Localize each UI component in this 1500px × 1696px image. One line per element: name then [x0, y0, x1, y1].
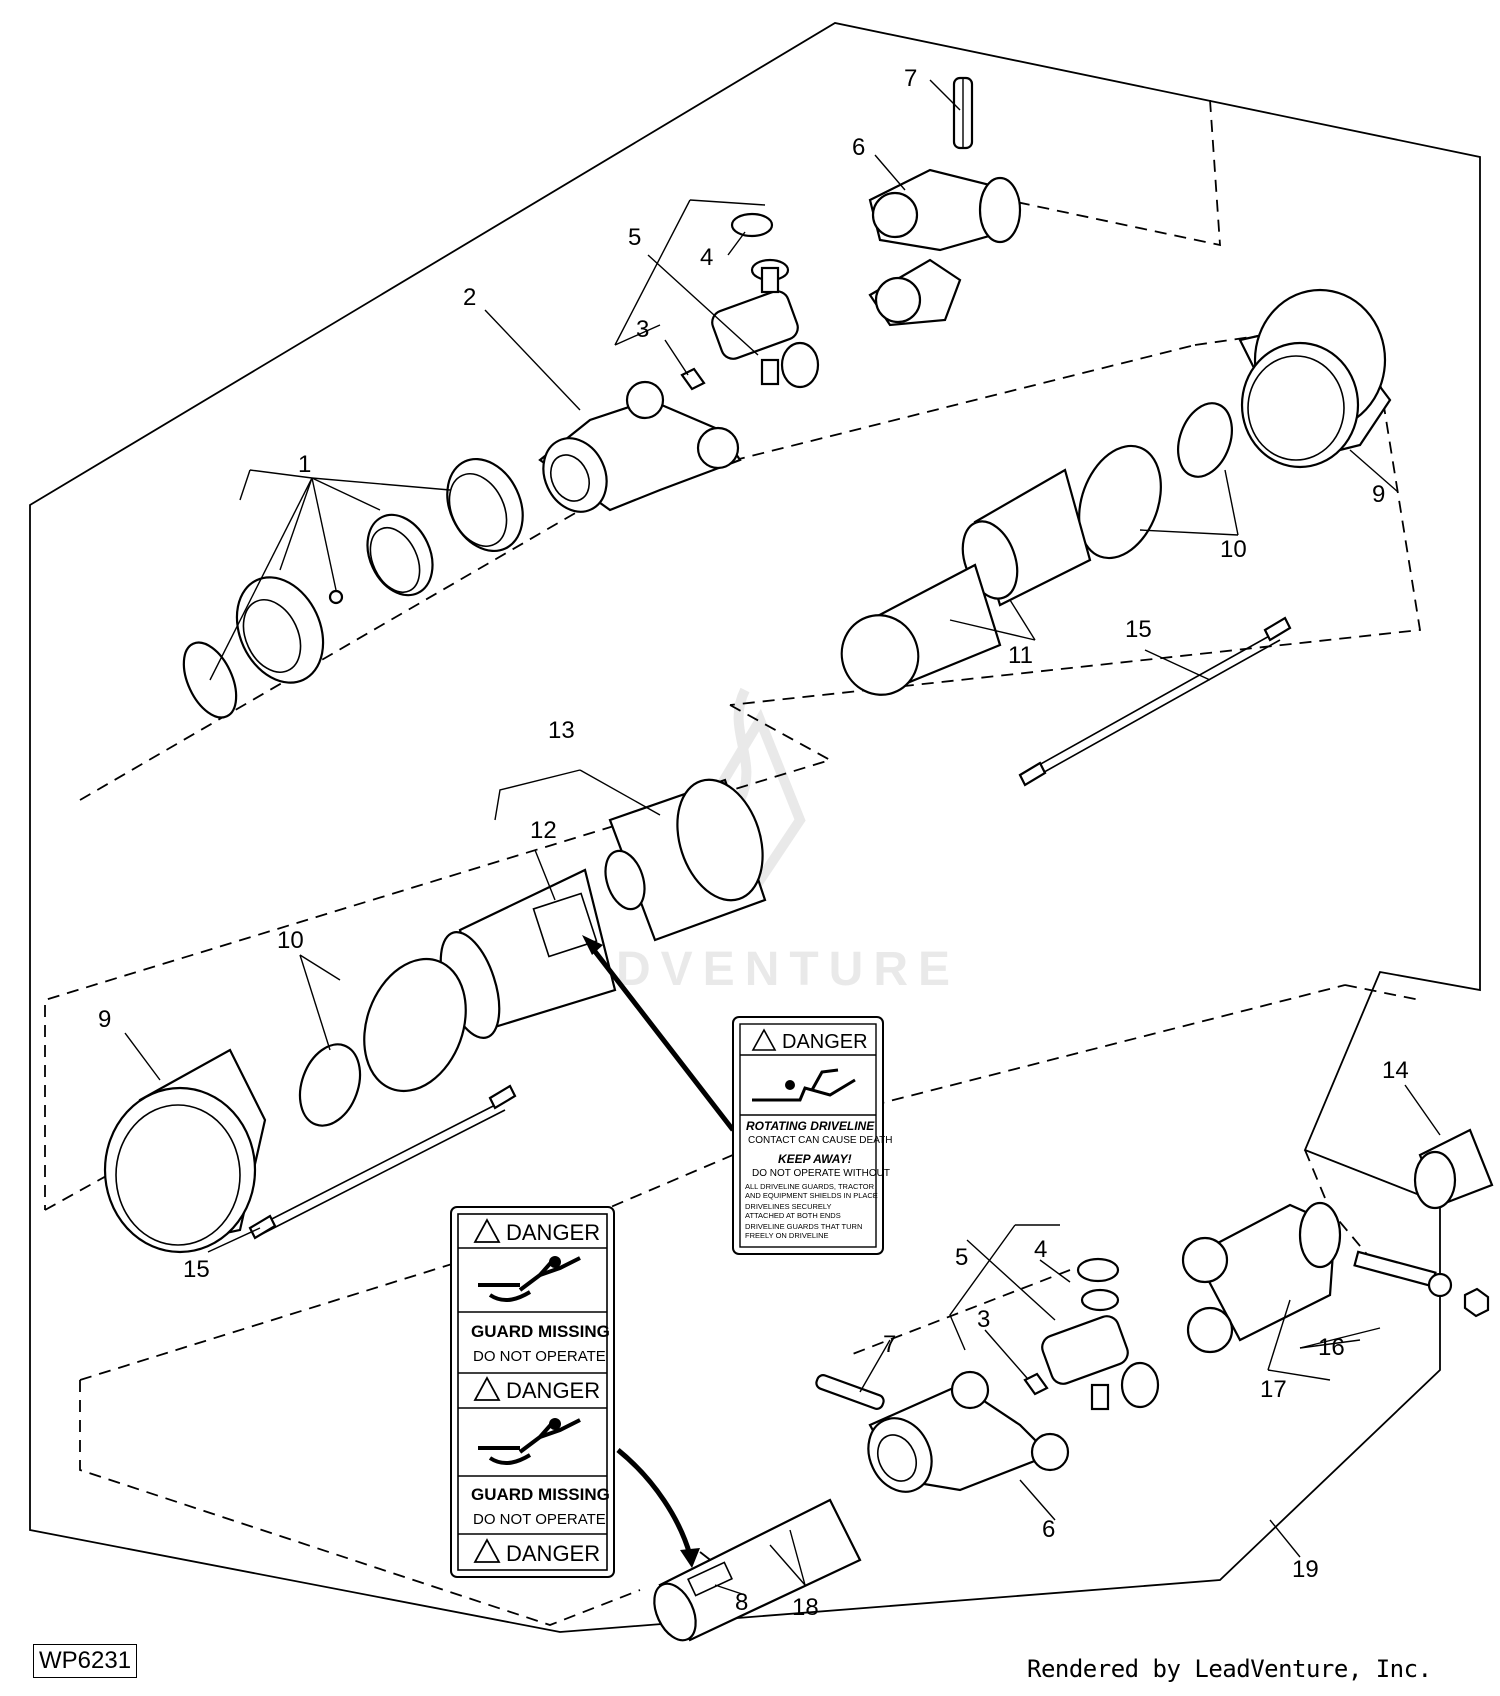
decal-arrows [582, 935, 735, 1568]
callout-6-lower: 6 [1042, 1516, 1055, 1543]
callout-4: 4 [700, 244, 713, 271]
part-4-ring [730, 212, 774, 238]
part-10-rings-lower [298, 957, 467, 1127]
part-17-yoke [1181, 1201, 1342, 1354]
decal-small-header: DANGER [782, 1031, 868, 1053]
decal-large-line-1b: DO NOT OPERATE [473, 1348, 606, 1365]
part-10-rings-upper [1078, 402, 1233, 560]
decal-small-keep-away: KEEP AWAY! [778, 1152, 852, 1166]
kit-outline [29, 22, 1481, 1633]
decal-guard-missing: DANGER GUARD MISSING DO NOT OPERATE DANG… [450, 1206, 615, 1578]
part-6-yoke [868, 168, 1022, 327]
callout-3: 3 [636, 316, 649, 343]
part-9-cone-lower [103, 1048, 267, 1254]
callout-5: 5 [628, 224, 641, 251]
callout-10-lower: 10 [277, 927, 304, 954]
decal-large-line-2b: DO NOT OPERATE [473, 1511, 606, 1528]
part-15-chain-upper [1018, 616, 1292, 787]
decal-large-header-2: DANGER [506, 1378, 600, 1403]
decal-large-line-1a: GUARD MISSING [471, 1322, 610, 1341]
decal-small-b2: DRIVELINES SECURELY [745, 1202, 832, 1211]
part-2-yoke [538, 380, 742, 513]
callout-16: 16 [1318, 1334, 1345, 1361]
credit-text: Rendered by LeadVenture, Inc. [1027, 1655, 1432, 1683]
decal-small-b3b: FREELY ON DRIVELINE [745, 1231, 829, 1240]
leader-lines [124, 79, 1441, 1596]
callout-2: 2 [463, 284, 476, 311]
part-1-assembly [182, 457, 524, 719]
callout-15-upper: 15 [1125, 616, 1152, 643]
decal-rotating-driveline: DANGER ROTATING DRIVELINE CONTACT CAN CA… [732, 1016, 892, 1255]
warning-triangle-icon [473, 1538, 501, 1563]
callout-numbers: 1 2 3 4 5 6 7 9 10 11 15 13 12 10 9 15 1… [98, 65, 1409, 1621]
part-14-bushing [1413, 1128, 1494, 1210]
callout-11: 11 [1008, 642, 1033, 669]
callout-18: 18 [792, 1594, 819, 1621]
callout-7-lower: 7 [883, 1331, 896, 1358]
callout-15-lower: 15 [183, 1256, 210, 1283]
entanglement-pictogram-icon [752, 1068, 856, 1102]
decal-small-do-not: DO NOT OPERATE WITHOUT [752, 1168, 890, 1179]
callout-7: 7 [904, 65, 917, 92]
decal-small-subtitle: CONTACT CAN CAUSE DEATH [748, 1135, 892, 1146]
figure-id: WP6231 [33, 1644, 138, 1678]
decal-large-header-1: DANGER [506, 1220, 600, 1245]
part-18-shaft [653, 1498, 862, 1642]
callout-9-lower: 9 [98, 1006, 111, 1033]
callout-13: 13 [548, 717, 575, 744]
part-5-cross [711, 258, 820, 389]
part-9-cone-upper [1238, 288, 1392, 469]
guard-missing-pictogram-icon [478, 1256, 581, 1303]
callout-3-lower: 3 [977, 1306, 990, 1333]
decal-small-b3: DRIVELINE GUARDS THAT TURN [745, 1222, 862, 1231]
callout-8: 8 [735, 1589, 748, 1616]
callout-4-lower: 4 [1034, 1236, 1047, 1263]
callout-1: 1 [298, 451, 311, 478]
callout-12: 12 [530, 817, 557, 844]
callout-10-upper: 10 [1220, 536, 1247, 563]
callout-6: 6 [852, 134, 865, 161]
part-13-shield [604, 778, 767, 942]
decal-large-header-3: DANGER [506, 1541, 600, 1566]
decal-large-line-2a: GUARD MISSING [471, 1485, 610, 1504]
callout-5-lower: 5 [955, 1244, 968, 1271]
guard-missing-pictogram-icon [478, 1418, 581, 1466]
part-16-hardware [1353, 1250, 1490, 1318]
callout-9-upper: 9 [1372, 481, 1385, 508]
warning-triangle-icon [751, 1028, 777, 1051]
part-3-fitting-lower [1023, 1372, 1049, 1396]
part-7-pin [952, 76, 974, 150]
callout-19: 19 [1292, 1556, 1319, 1583]
part-15-chain-lower [248, 1084, 517, 1240]
part-6-yoke-lower [867, 1370, 1070, 1493]
callout-14: 14 [1382, 1057, 1409, 1084]
part-11-shield [840, 468, 1092, 696]
decal-small-b2b: ATTACHED AT BOTH ENDS [745, 1211, 841, 1220]
warning-triangle-icon [473, 1218, 501, 1243]
part-7-pin-lower [815, 1374, 885, 1410]
part-5-cross-lower [1041, 1288, 1160, 1411]
callout-17: 17 [1260, 1376, 1287, 1403]
decal-small-b1: ALL DRIVELINE GUARDS, TRACTOR [745, 1182, 875, 1191]
warning-triangle-icon [473, 1376, 501, 1401]
part-4-ring-lower [1076, 1257, 1120, 1283]
decal-small-title: ROTATING DRIVELINE [746, 1119, 875, 1133]
decal-small-b1b: AND EQUIPMENT SHIELDS IN PLACE [745, 1191, 878, 1200]
